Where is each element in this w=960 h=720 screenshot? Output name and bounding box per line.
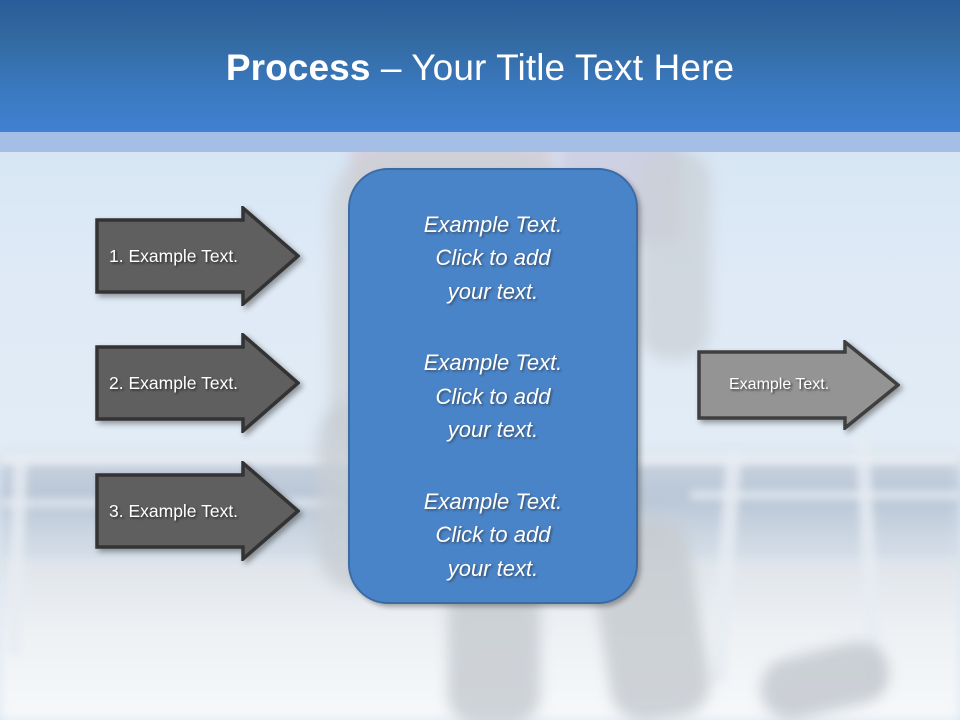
arrow-right-icon: [95, 333, 300, 433]
page-title-bold: Process: [225, 46, 371, 88]
content-panel[interactable]: Example Text. Click to add your text. Ex…: [348, 168, 638, 604]
arrow-right-icon: [697, 340, 900, 430]
arrow-right-icon: [95, 206, 300, 306]
process-step-arrow-3-label: 3. Example Text.: [109, 500, 239, 521]
process-output-arrow-label: Example Text.: [729, 376, 830, 393]
process-step-arrow-1[interactable]: 1. Example Text.: [95, 206, 300, 306]
background-horizon-band: [0, 132, 960, 152]
process-step-arrow-1-label: 1. Example Text.: [109, 245, 239, 266]
background-person-arm: [640, 150, 710, 360]
arrow-right-icon: [95, 461, 300, 561]
page-title-rest: – Your Title Text Here: [370, 46, 735, 88]
title-banner: Process – Your Title Text Here: [0, 0, 960, 132]
process-step-arrow-3[interactable]: 3. Example Text.: [95, 461, 300, 561]
background-railing-right: [690, 490, 960, 500]
content-panel-block-3: Example Text. Click to add your text.: [423, 488, 563, 581]
process-output-arrow[interactable]: Example Text.: [697, 340, 900, 430]
process-step-arrow-2-label: 2. Example Text.: [109, 372, 239, 393]
content-panel-block-1: Example Text. Click to add your text.: [423, 212, 563, 304]
page-title: Process – Your Title Text Here: [226, 49, 734, 86]
content-panel-block-2: Example Text. Click to add your text.: [423, 350, 563, 443]
process-step-arrow-2[interactable]: 2. Example Text.: [95, 333, 300, 433]
